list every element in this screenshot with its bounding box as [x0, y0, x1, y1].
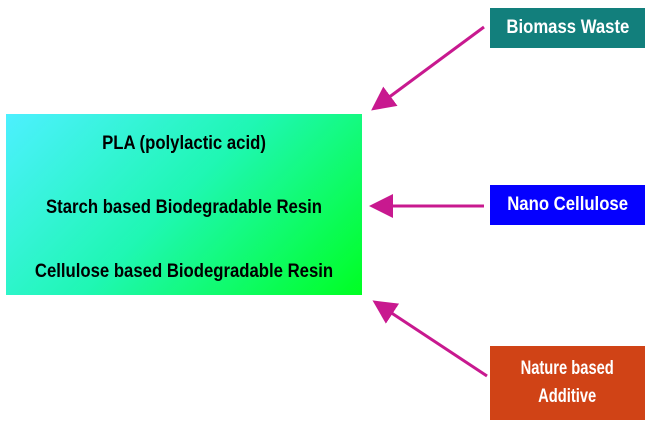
nano-cellulose-box: Nano Cellulose [490, 185, 645, 225]
arrow-biomass [371, 25, 485, 111]
nature-based-label: Nature based [520, 358, 615, 379]
additive-label: Additive [538, 386, 597, 407]
arrow-nature [372, 300, 488, 378]
nature-based-additive-box: Nature based Additive [490, 346, 645, 420]
pla-label: PLA (polylactic acid) [102, 133, 266, 154]
biodegradable-resin-box: PLA (polylactic acid) Starch based Biode… [6, 114, 362, 295]
nano-cellulose-label: Nano Cellulose [507, 194, 628, 215]
starch-resin-label: Starch based Biodegradable Resin [46, 197, 322, 218]
biomass-waste-label: Biomass Waste [506, 17, 629, 38]
biomass-waste-box: Biomass Waste [490, 8, 645, 48]
cellulose-resin-label: Cellulose based Biodegradable Resin [34, 261, 334, 282]
